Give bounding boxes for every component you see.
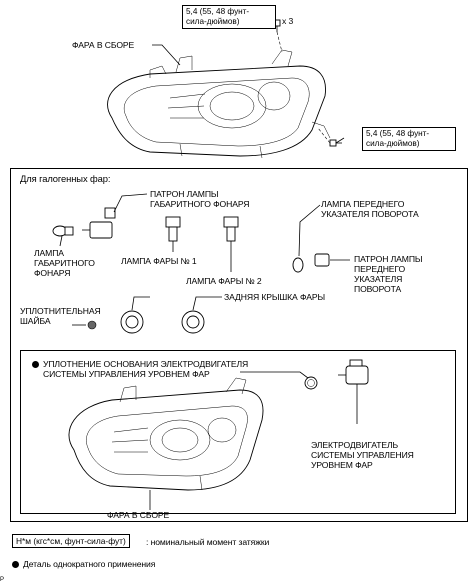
clearance-bulb-label: ЛАМПА ГАБАРИТНОГО ФОНАРЯ <box>34 248 95 278</box>
page-mark: P <box>0 577 4 583</box>
torque-unit-description: : номинальный момент затяжки <box>146 537 270 547</box>
nonreusable-legend-text: Деталь однократного применения <box>23 559 156 569</box>
leveling-motor-label: ЭЛЕКТРОДВИГАТЕЛЬ СИСТЕМЫ УПРАВЛЕНИЯ УРОВ… <box>311 440 414 470</box>
leveling-motor-label-line3: УРОВНЕМ ФАР <box>311 460 373 470</box>
turn-socket-label: ПАТРОН ЛАМПЫ ПЕРЕДНЕГО УКАЗАТЕЛЯ ПОВОРОТ… <box>354 254 423 294</box>
turn-socket-label-line4: ПОВОРОТА <box>354 284 402 294</box>
turn-socket-label-line1: ПАТРОН ЛАМПЫ <box>354 254 423 264</box>
halogen-section-frame <box>10 168 468 522</box>
headlamp-bulb-2-label: ЛАМПА ФАРЫ № 2 <box>186 276 262 286</box>
gasket-label-line2: ШАЙБА <box>20 316 51 326</box>
clearance-bulb-label-line2: ГАБАРИТНОГО <box>34 258 95 268</box>
motor-seal-label-line1-text: УПЛОТНЕНИЕ ОСНОВАНИЯ ЭЛЕКТРОДВИГАТЕЛЯ <box>43 359 249 369</box>
bolt-quantity: x 3 <box>282 16 294 26</box>
top-headlamp-drawing <box>107 17 345 159</box>
turn-bulb-label: ЛАМПА ПЕРЕДНЕГО УКАЗАТЕЛЯ ПОВОРОТА <box>321 199 419 219</box>
turn-bulb-label-line2: УКАЗАТЕЛЯ ПОВОРОТА <box>321 209 419 219</box>
top-torque-box-1-line2: сила-дюймов) <box>186 17 240 26</box>
motor-seal-label-line1: УПЛОТНЕНИЕ ОСНОВАНИЯ ЭЛЕКТРОДВИГАТЕЛЯ <box>32 359 248 369</box>
top-torque-box-2: 5,4 (55, 48 фунт- сила-дюймов) <box>362 127 456 151</box>
gasket-label-line1: УПЛОТНИТЕЛЬНАЯ <box>20 306 101 316</box>
leveling-motor-label-line1: ЭЛЕКТРОДВИГАТЕЛЬ <box>311 440 399 450</box>
nonreusable-legend-bullet-icon <box>12 561 19 569</box>
halogen-heading: Для галогенных фар: <box>20 173 111 184</box>
inner-headlamp-drawing <box>68 359 369 510</box>
clearance-bulb-label-line1: ЛАМПА <box>34 248 64 258</box>
turn-socket-label-line2: ПЕРЕДНЕГО <box>354 264 406 274</box>
clearance-socket-label: ПАТРОН ЛАМПЫ ГАБАРИТНОГО ФОНАРЯ <box>150 189 249 209</box>
motor-seal-label: УПЛОТНЕНИЕ ОСНОВАНИЯ ЭЛЕКТРОДВИГАТЕЛЯ СИ… <box>32 359 248 379</box>
clearance-socket-label-line2: ГАБАРИТНОГО ФОНАРЯ <box>150 199 250 209</box>
motor-seal-label-line2: СИСТЕМЫ УПРАВЛЕНИЯ УРОВНЕМ ФАР <box>43 369 210 379</box>
top-torque-box-1-line1: 5,4 (55, 48 фунт- <box>186 7 250 16</box>
leveling-section-frame <box>20 350 456 514</box>
top-torque-box-2-line1: 5,4 (55, 48 фунт- <box>366 129 430 138</box>
leveling-motor-label-line2: СИСТЕМЫ УПРАВЛЕНИЯ <box>311 450 414 460</box>
headlamp-bulb-1-label: ЛАМПА ФАРЫ № 1 <box>121 256 197 266</box>
torque-unit-box: Н*м (кгс*см, фунт-сила-фут) <box>12 534 130 548</box>
turn-socket-label-line3: УКАЗАТЕЛЯ <box>354 274 403 284</box>
clearance-bulb-label-line3: ФОНАРЯ <box>34 268 71 278</box>
top-torque-box-1: 5,4 (55, 48 фунт- сила-дюймов) <box>182 5 276 29</box>
rear-cover-label: ЗАДНЯЯ КРЫШКА ФАРЫ <box>224 292 325 302</box>
clearance-socket-label-line1: ПАТРОН ЛАМПЫ <box>150 189 219 199</box>
nonreusable-legend: Деталь однократного применения <box>12 559 155 569</box>
turn-bulb-label-line1: ЛАМПА ПЕРЕДНЕГО <box>321 199 405 209</box>
top-headlamp-label: ФАРА В СБОРЕ <box>72 40 135 50</box>
halogen-parts-drawing <box>52 193 350 334</box>
gasket-label: УПЛОТНИТЕЛЬНАЯ ШАЙБА <box>20 306 101 326</box>
top-torque-box-2-line2: сила-дюймов) <box>366 139 420 148</box>
inner-headlamp-label: ФАРА В СБОРЕ <box>107 510 170 520</box>
nonreusable-bullet-icon <box>32 361 39 369</box>
